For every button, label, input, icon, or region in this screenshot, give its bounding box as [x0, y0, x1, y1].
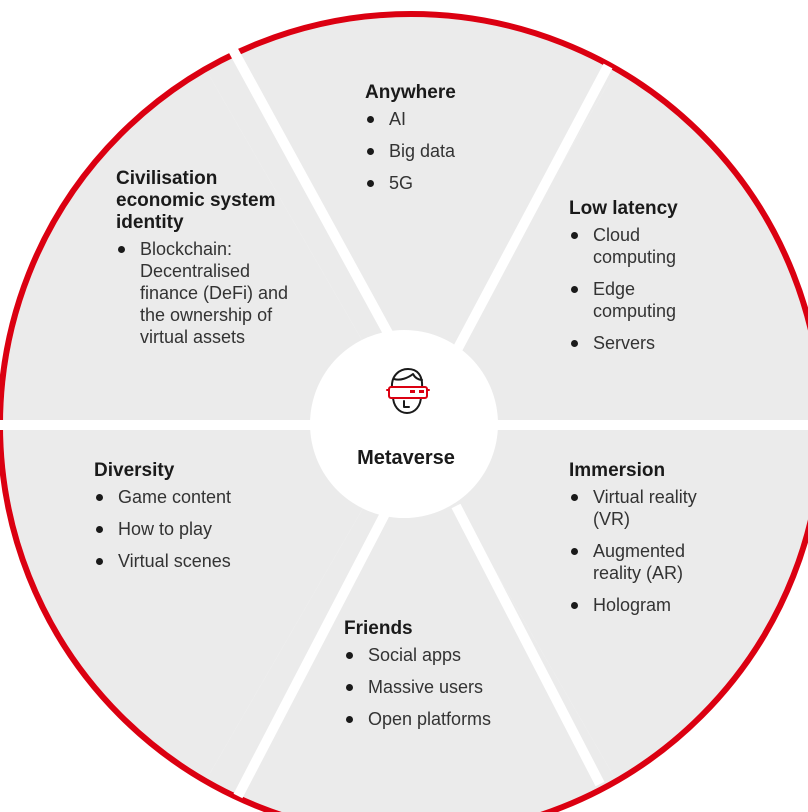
segment-immersion: Immersion Virtual reality (VR) Augmented…: [569, 460, 734, 626]
segment-title: Friends: [344, 618, 413, 639]
list-item: Big data: [365, 140, 535, 162]
list-item: 5G: [365, 172, 535, 194]
segment-wedge: [411, 425, 808, 779]
segment-title: Civilisation economic system identity: [116, 168, 276, 233]
segment-divider: [227, 45, 399, 347]
list-item: Virtual scenes: [94, 550, 294, 572]
segment-diversity: Diversity Game content How to play Virtu…: [94, 460, 294, 582]
segment-wedge: [207, 425, 615, 812]
segment-low-latency: Low latency Cloud computing Edge computi…: [569, 198, 719, 364]
list-item: Augmented reality (AR): [569, 540, 734, 584]
list-item: Game content: [94, 486, 294, 508]
list-item: Edge computing: [569, 278, 719, 322]
segment-wedge: [3, 71, 411, 426]
list-item: Social apps: [344, 644, 544, 666]
segment-civilisation: Civilisation economic system identity Bl…: [116, 168, 306, 358]
list-item: Massive users: [344, 676, 544, 698]
list-item: Blockchain: Decentralised finance (DeFi)…: [116, 238, 306, 348]
segment-divider: [453, 63, 613, 351]
segment-title: Immersion: [569, 460, 666, 481]
list-item: Servers: [569, 332, 719, 354]
segment-title: Diversity: [94, 460, 175, 481]
outer-ring: [0, 11, 808, 812]
list-item: How to play: [94, 518, 294, 540]
list-item: Open platforms: [344, 708, 544, 730]
list-item: AI: [365, 108, 535, 130]
segment-title: Anywhere: [365, 82, 456, 103]
center-hub: [310, 330, 498, 518]
segment-wedge: [411, 71, 808, 425]
list-item: Hologram: [569, 594, 734, 616]
list-item: Cloud computing: [569, 224, 719, 268]
segment-wedge: [207, 16, 615, 426]
hub-label: Metaverse: [357, 447, 455, 469]
segment-wedge: [3, 425, 411, 779]
vr-headset-person-icon: [382, 366, 432, 421]
segment-title: Low latency: [569, 198, 678, 219]
segment-divider: [233, 505, 393, 799]
segment-friends: Friends Social apps Massive users Open p…: [344, 618, 544, 740]
segment-anywhere: Anywhere AI Big data 5G: [365, 82, 535, 204]
list-item: Virtual reality (VR): [569, 486, 734, 530]
segment-divider: [451, 503, 605, 787]
